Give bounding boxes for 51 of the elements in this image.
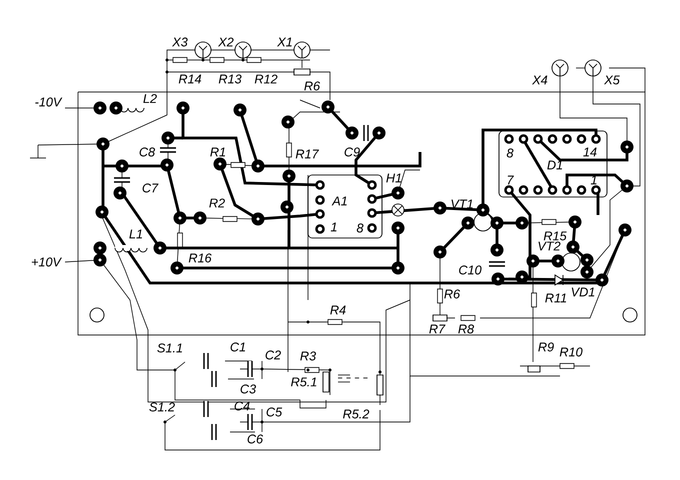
component-label: C2 — [266, 350, 281, 360]
pin-number: 1 — [590, 176, 596, 184]
component-label: R2 — [209, 198, 225, 208]
component-label: VT2 — [538, 242, 560, 250]
component-label: R16 — [188, 254, 212, 262]
component-label: A1 — [332, 196, 347, 206]
component-label: R11 — [545, 294, 566, 302]
component-label: VD1 — [572, 288, 594, 296]
component-label: C6 — [248, 434, 264, 444]
component-label: S1.1 — [157, 344, 182, 352]
component-label: R14 — [178, 74, 202, 84]
component-label: R8 — [458, 324, 474, 334]
component-label: C1 — [230, 342, 246, 352]
component-label: X4 — [532, 76, 548, 84]
component-label: R4 — [330, 306, 346, 314]
component-label: X3 — [172, 38, 188, 46]
voltage-label: -10V — [35, 98, 62, 106]
component-label: R6 — [444, 290, 460, 298]
pin-number: 1 — [330, 222, 336, 232]
component-label: C7 — [142, 184, 158, 192]
pin-number: 7 — [508, 176, 514, 184]
component-label: R9 — [538, 342, 554, 352]
component-label: C5 — [266, 408, 282, 416]
pin-number: 8 — [506, 148, 514, 158]
pin-number: 14 — [583, 148, 597, 156]
component-label: C8 — [140, 148, 156, 156]
component-label: R13 — [218, 74, 242, 84]
component-label: R5.1 — [291, 378, 316, 386]
component-label: R1 — [210, 148, 226, 156]
component-label: S1.2 — [149, 402, 175, 412]
pin-number: 8 — [356, 224, 364, 232]
component-label: L1 — [129, 230, 142, 238]
component-label: X1 — [277, 38, 292, 46]
component-label: C4 — [234, 402, 250, 410]
component-label: R17 — [296, 150, 319, 158]
component-label: X2 — [218, 38, 234, 46]
component-label: C9 — [344, 148, 360, 156]
voltage-label: +10V — [32, 258, 62, 266]
component-label: H1 — [386, 174, 402, 182]
component-label: R10 — [560, 348, 582, 356]
component-label: R6 — [304, 82, 320, 90]
component-label: R5.2 — [343, 410, 370, 418]
component-label: R15 — [544, 232, 567, 240]
component-label: R12 — [254, 74, 278, 84]
component-label: X5 — [604, 76, 620, 84]
component-label: C3 — [240, 384, 256, 394]
component-label: C10 — [459, 266, 482, 274]
component-label: R3 — [300, 352, 316, 360]
component-label: R7 — [429, 324, 446, 334]
component-label: L2 — [143, 94, 157, 103]
component-label: D1 — [547, 160, 562, 170]
